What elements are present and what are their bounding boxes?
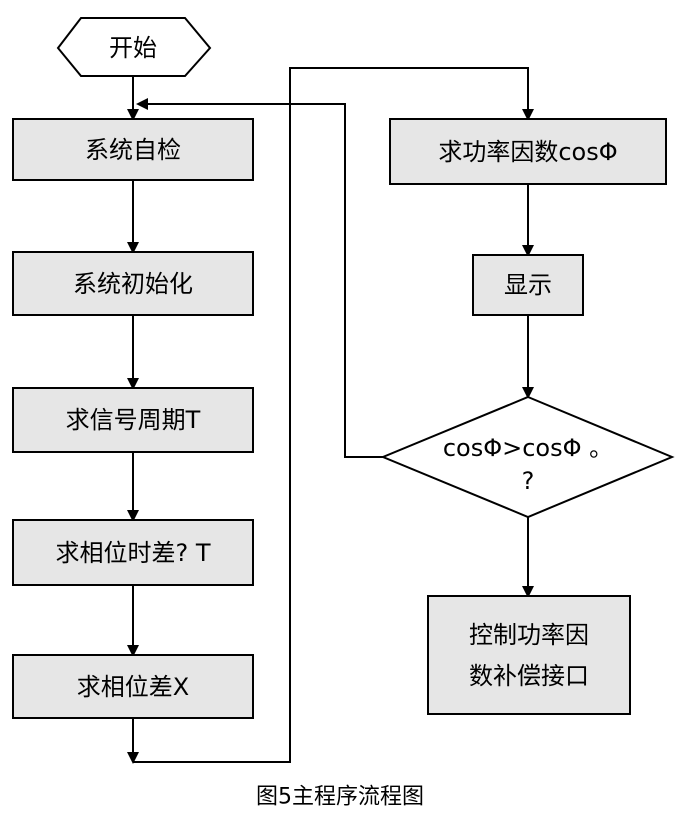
init-box: 系统初始化 [12,251,254,316]
phase-diff-box: 求相位差X [12,654,254,719]
period-label: 求信号周期T [66,406,201,434]
decision-label-line2: ? [522,467,535,495]
power-factor-label: 求功率因数cosΦ [438,138,617,166]
time-diff-box: 求相位时差? T [12,519,254,586]
self-check-label: 系统自检 [85,136,181,164]
decision-node: cosΦ>cosΦ 。 ? [380,395,675,519]
self-check-box: 系统自检 [12,118,254,181]
connectors [127,67,534,764]
time-diff-label: 求相位时差? T [55,539,210,567]
loop-back-connector [136,98,383,458]
phase-diff-label: 求相位差X [77,673,189,701]
figure-caption: 图5主程序流程图 [256,785,424,810]
control-label-line2: 数补偿接口 [469,662,589,690]
connector-left-to-right-column [133,67,534,763]
power-factor-box: 求功率因数cosΦ [389,118,667,185]
display-box: 显示 [472,254,584,316]
control-box: 控制功率因 数补偿接口 [427,595,631,715]
display-label: 显示 [504,271,552,299]
start-label: 开始 [109,34,157,62]
period-box: 求信号周期T [12,387,254,453]
init-label: 系统初始化 [73,270,193,298]
start-node: 开始 [56,17,212,77]
decision-label-line1: cosΦ>cosΦ 。 [443,434,613,462]
control-label-line1: 控制功率因 [469,621,589,649]
